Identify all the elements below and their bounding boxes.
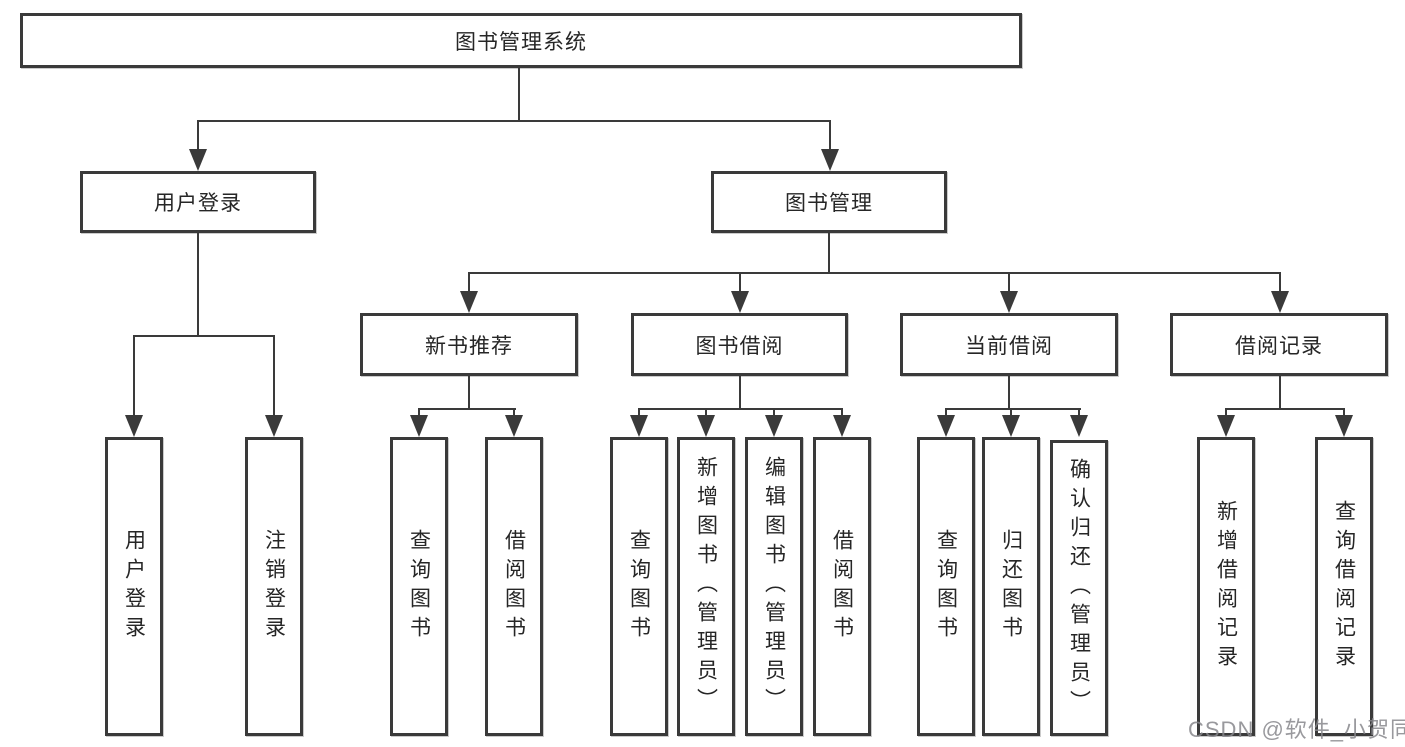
leaf-query-books-recommend: 查询图书 [390,437,448,736]
connector-line [638,408,640,419]
arrow-down-icon [189,149,207,171]
leaf-add-borrow-record-label: 新增借阅记录 [1214,499,1238,674]
connector-line [1279,272,1281,295]
leaf-borrow-books-recommend-label: 借阅图书 [502,528,526,645]
leaf-query-books-borrowing-label: 查询图书 [627,528,651,645]
arrow-down-icon [833,415,851,437]
node-borrowing-records: 借阅记录 [1170,313,1388,376]
leaf-query-books-current: 查询图书 [917,437,975,736]
leaf-add-borrow-record: 新增借阅记录 [1197,437,1255,736]
arrow-down-icon [1002,415,1020,437]
arrow-down-icon [1070,415,1088,437]
connector-line [197,120,199,153]
node-user-login: 用户登录 [80,171,316,233]
arrow-down-icon [1271,291,1289,313]
connector-line [518,68,520,122]
node-book-management: 图书管理 [711,171,947,233]
connector-line [1010,408,1012,419]
node-new-book-recommend: 新书推荐 [360,313,578,376]
node-new-book-recommend-label: 新书推荐 [425,334,513,358]
connector-line [273,335,275,419]
arrow-down-icon [265,415,283,437]
arrow-down-icon [505,415,523,437]
watermark: CSDN @软件_小贺同学 [1188,717,1405,742]
node-current-borrowing-label: 当前借阅 [965,334,1053,358]
connector-line [197,120,831,122]
leaf-query-borrow-record-label: 查询借阅记录 [1332,499,1356,674]
connector-line [739,272,741,295]
leaf-query-borrow-record: 查询借阅记录 [1315,437,1373,736]
leaf-confirm-return-admin: 确认归还（管理员） [1050,440,1108,736]
leaf-borrow-books-recommend: 借阅图书 [485,437,543,736]
connector-line [945,408,947,419]
connector-line [513,408,515,419]
leaf-query-books-recommend-label: 查询图书 [407,528,431,645]
node-borrowing-records-label: 借阅记录 [1235,334,1323,358]
connector-line [1008,272,1010,295]
connector-line [773,408,775,419]
connector-line [705,408,707,419]
leaf-add-book-admin: 新增图书（管理员） [677,437,735,736]
arrow-down-icon [821,149,839,171]
leaf-logout: 注销登录 [245,437,303,736]
connector-line [1008,376,1010,410]
connector-line [1225,408,1345,410]
connector-line [638,408,843,410]
leaf-query-books-borrowing: 查询图书 [610,437,668,736]
node-book-management-label: 图书管理 [785,192,873,215]
arrow-down-icon [765,415,783,437]
leaf-edit-book-admin: 编辑图书（管理员） [745,437,803,736]
connector-line [829,120,831,153]
arrow-down-icon [630,415,648,437]
arrow-down-icon [1335,415,1353,437]
leaf-borrow-books-borrowing: 借阅图书 [813,437,871,736]
arrow-down-icon [1000,291,1018,313]
connector-line [1078,408,1080,419]
node-book-borrowing-label: 图书借阅 [695,334,784,358]
connector-line [739,376,741,410]
arrow-down-icon [125,415,143,437]
node-current-borrowing: 当前借阅 [900,313,1118,376]
connector-line [468,376,470,410]
arrow-down-icon [731,291,749,313]
leaf-borrow-books-borrowing-label: 借阅图书 [830,528,854,645]
connector-line [1279,376,1281,410]
node-book-borrowing: 图书借阅 [631,313,848,376]
connector-line [469,272,1281,274]
leaf-logout-label: 注销登录 [262,528,286,645]
arrow-down-icon [410,415,428,437]
connector-line [1343,408,1345,419]
leaf-query-books-current-label: 查询图书 [934,528,958,645]
connector-line [828,233,830,274]
connector-line [133,335,275,337]
node-user-login-label: 用户登录 [154,192,242,215]
leaf-edit-book-admin-label: 编辑图书（管理员） [762,456,786,717]
leaf-confirm-return-admin-label: 确认归还（管理员） [1067,457,1091,719]
leaf-add-book-admin-label: 新增图书（管理员） [694,456,718,717]
connector-line [945,408,1081,410]
connector-line [197,233,199,337]
node-root: 图书管理系统 [20,13,1022,68]
connector-line [133,335,135,419]
node-root-label: 图书管理系统 [455,30,587,54]
leaf-return-books-label: 归还图书 [999,528,1023,645]
arrow-down-icon [460,291,478,313]
connector-line [468,272,470,295]
connector-line [841,408,843,419]
leaf-user-login: 用户登录 [105,437,163,736]
connector-line [1225,408,1227,419]
arrow-down-icon [937,415,955,437]
arrow-down-icon [1217,415,1235,437]
connector-line [418,408,420,419]
leaf-user-login-label: 用户登录 [122,528,146,645]
leaf-return-books: 归还图书 [982,437,1040,736]
arrow-down-icon [697,415,715,437]
connector-line [418,408,516,410]
